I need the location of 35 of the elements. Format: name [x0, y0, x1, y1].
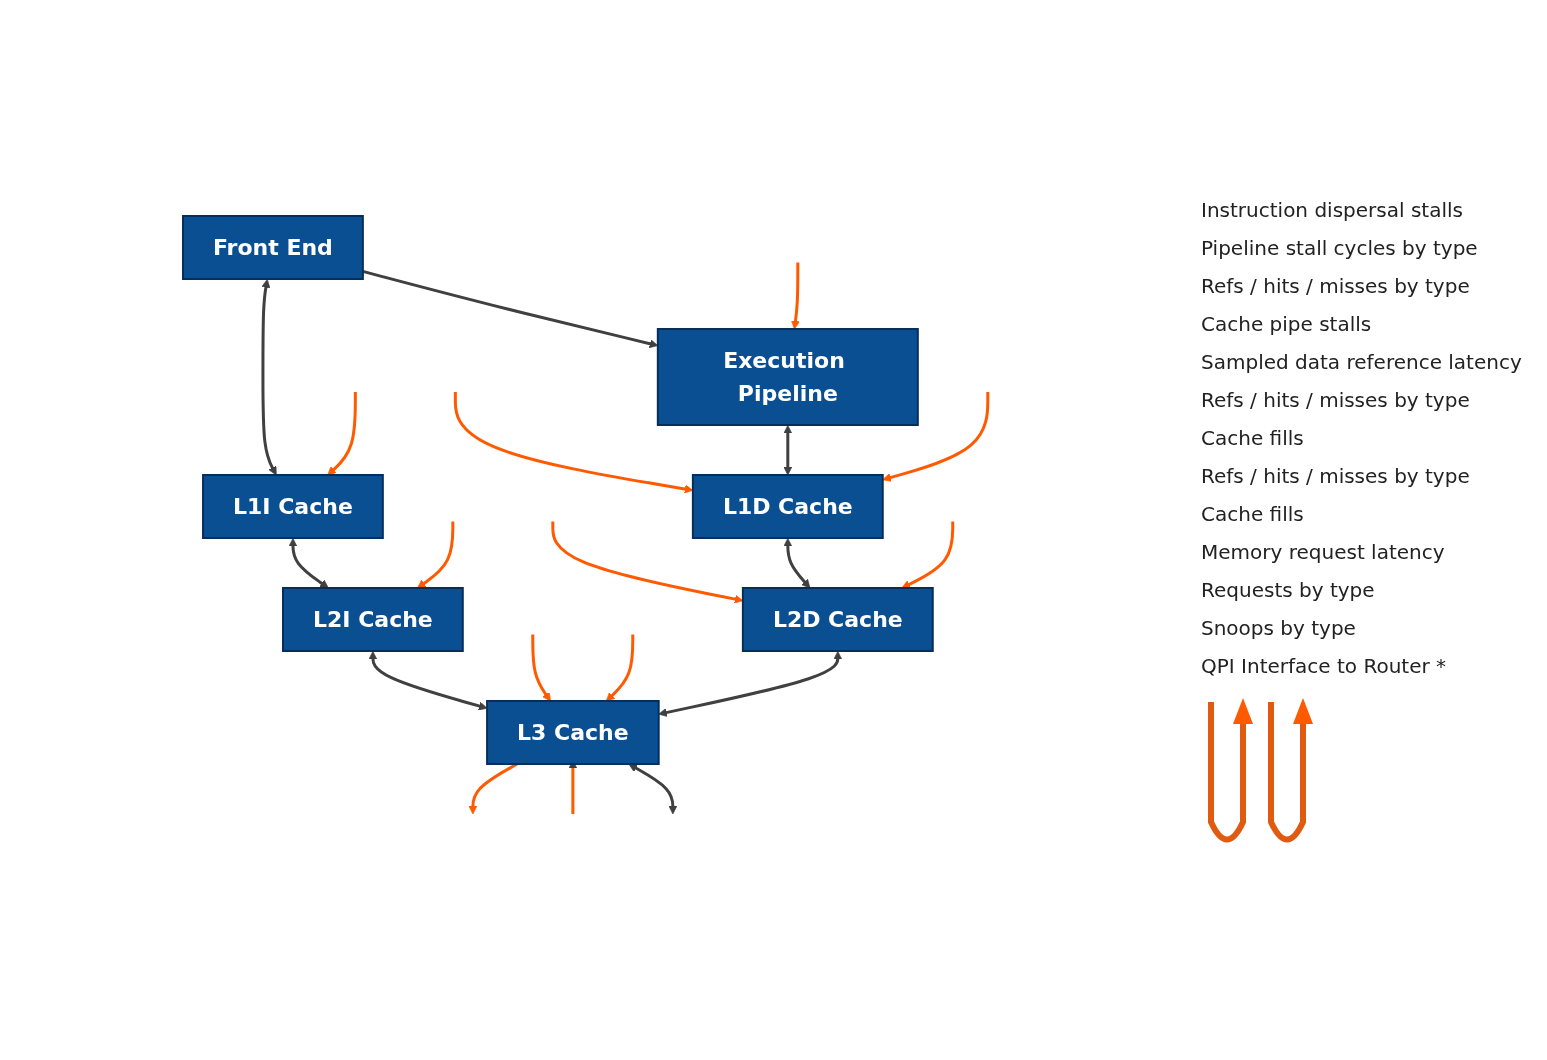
arrow — [882, 392, 990, 482]
event-label: Snoops by type — [1201, 616, 1357, 640]
arrow — [628, 763, 678, 815]
event-label: Cache fills — [1201, 426, 1305, 450]
node-box: L2I Cache — [282, 587, 464, 652]
arrow — [605, 634, 635, 702]
node-box: L3 Cache — [486, 700, 660, 765]
event-label: Requests by type — [1201, 578, 1376, 602]
event-label: Cache fills — [1201, 502, 1305, 526]
arrow — [901, 521, 955, 589]
event-label: Instruction dispersal stalls — [1201, 198, 1464, 222]
node-box: Execution Pipeline — [656, 328, 919, 426]
arrow — [658, 651, 843, 717]
event-label: Pipeline stall cycles by type — [1201, 236, 1479, 260]
arrow — [288, 538, 329, 589]
arrow — [783, 425, 793, 476]
arrow — [791, 262, 800, 330]
event-label: Refs / hits / misses by type — [1201, 274, 1471, 298]
node-box: Front End — [182, 215, 364, 280]
node-box: L1D Cache — [691, 474, 884, 539]
event-label: Memory request latency — [1201, 540, 1446, 564]
arrow — [468, 762, 518, 815]
node-box: L1I Cache — [202, 474, 384, 539]
arrow — [531, 634, 551, 702]
arrow — [327, 392, 357, 476]
arrow — [261, 279, 277, 476]
event-label: Refs / hits / misses by type — [1201, 388, 1471, 412]
arrow — [368, 651, 488, 711]
event-label: QPI Interface to Router * — [1201, 654, 1448, 678]
event-label: Sampled data reference latency — [1201, 350, 1523, 374]
arrow — [783, 538, 811, 589]
node-box: L2D Cache — [741, 587, 934, 652]
arrow — [417, 521, 455, 589]
event-label: Refs / hits / misses by type — [1201, 464, 1471, 488]
event-label: Cache pipe stalls — [1201, 312, 1373, 336]
